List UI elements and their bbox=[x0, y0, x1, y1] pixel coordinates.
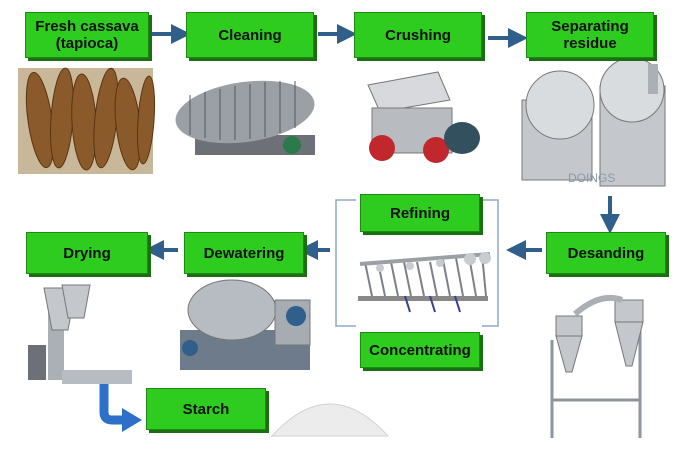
step-cleaning: Cleaning bbox=[186, 12, 314, 58]
centrifugal-sieves-image: DOINGS bbox=[521, 57, 666, 187]
vacuum-filter-image bbox=[180, 279, 311, 370]
cyclone-desander-image bbox=[550, 294, 644, 438]
step-separating-residue-label: Separating residue bbox=[551, 18, 629, 52]
step-desanding: Desanding bbox=[546, 232, 666, 274]
step-starch-label: Starch bbox=[182, 400, 230, 418]
step-desanding-label: Desanding bbox=[567, 244, 645, 262]
step-starch: Starch bbox=[146, 388, 266, 430]
flash-dryer-image bbox=[28, 284, 132, 384]
step-dewatering-label: Dewatering bbox=[203, 244, 285, 262]
step-dewatering: Dewatering bbox=[184, 232, 304, 274]
hydrocyclone-station-image bbox=[358, 252, 491, 313]
cassava-roots-image bbox=[18, 67, 156, 174]
step-drying-label: Drying bbox=[63, 244, 111, 262]
step-refining: Refining bbox=[360, 194, 480, 232]
step-concentrating-label: Concentrating bbox=[369, 341, 471, 359]
step-crushing: Crushing bbox=[354, 12, 482, 58]
step-crushing-label: Crushing bbox=[385, 26, 451, 44]
step-separating-residue: Separating residue bbox=[526, 12, 654, 58]
step-cleaning-label: Cleaning bbox=[218, 26, 282, 44]
step-concentrating: Concentrating bbox=[360, 332, 480, 368]
step-fresh-cassava-label: Fresh cassava (tapioca) bbox=[35, 18, 139, 52]
step-drying: Drying bbox=[26, 232, 148, 274]
rasper-image bbox=[367, 71, 480, 163]
arrow-to-starch bbox=[99, 378, 124, 425]
svg-text:DOINGS: DOINGS bbox=[568, 171, 615, 185]
starch-powder-image bbox=[270, 403, 390, 437]
step-fresh-cassava: Fresh cassava (tapioca) bbox=[25, 12, 149, 58]
drum-washer-image bbox=[175, 80, 315, 155]
step-refining-label: Refining bbox=[390, 204, 450, 222]
refining-bracket bbox=[335, 199, 499, 327]
